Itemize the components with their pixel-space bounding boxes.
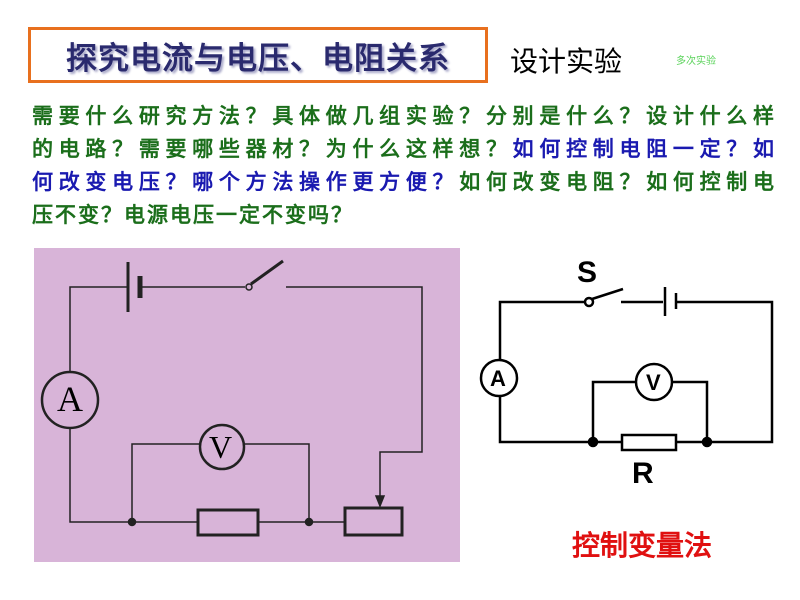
junction-dot [127,517,137,527]
voltmeter-wires [591,380,709,442]
tiny-note: 多次实验 [676,56,716,67]
question-line: 需要什么研究方法？具体做几组实验？分别是什么？设计什么样 [32,100,776,133]
question-text-highlight: 如何控制电阻一定？如 [512,137,777,161]
voltmeter-circle [198,423,246,471]
switch-lever [591,287,624,301]
question-line: 的电路？需要哪些器材？为什么这样想？如何控制电阻一定？如 [32,133,776,166]
resistor-label: R [632,457,654,490]
left-wires [69,286,423,504]
junction-dot [701,436,713,448]
method-label: 控制变量法 [572,529,713,562]
left-circuit [40,259,423,537]
question-text: 压不变？电源电压一定不变吗？ [32,203,354,227]
left-ammeter-label: A [57,379,83,419]
question-text: 的电路？需要哪些器材？为什么这样想？ [32,137,513,161]
right-circuit [479,287,774,452]
left-voltmeter-label: V [209,429,233,465]
rheostat [343,506,404,537]
ammeter-circle [479,358,519,398]
question-paragraph: 需要什么研究方法？具体做几组实验？分别是什么？设计什么样 的电路？需要哪些器材？… [32,100,776,232]
junction-dot [587,436,599,448]
voltmeter-wires [131,443,310,522]
voltmeter-circle [634,362,674,402]
slider-arrow [374,495,386,509]
title-box: 探究电流与电压、电阻关系 [28,27,488,83]
resistor [196,508,260,537]
resistor [620,433,678,452]
right-ammeter-label: A [490,366,506,391]
right-wires [498,300,774,444]
question-text: 如何改变电阻？如何控制电 [459,170,777,194]
right-voltmeter-label: V [646,370,661,395]
left-bottom-wire [69,428,345,523]
switch-label: S [577,256,598,289]
switch-pivot [583,296,595,308]
slide-title: 探究电流与电压、电阻关系 [66,40,450,77]
switch-pivot [245,283,253,291]
question-text: 需要什么研究方法？具体做几组实验？分别是什么？设计什么样 [32,104,776,128]
question-text-highlight: 何改变电压？哪个方法操作更方便？ [32,170,460,194]
junction-dot [304,517,314,527]
subtitle: 设计实验 [510,45,623,78]
question-line: 压不变？电源电压一定不变吗？ [32,199,776,232]
switch-lever [250,259,284,286]
question-line: 何改变电压？哪个方法操作更方便？如何改变电阻？如何控制电 [32,166,776,199]
